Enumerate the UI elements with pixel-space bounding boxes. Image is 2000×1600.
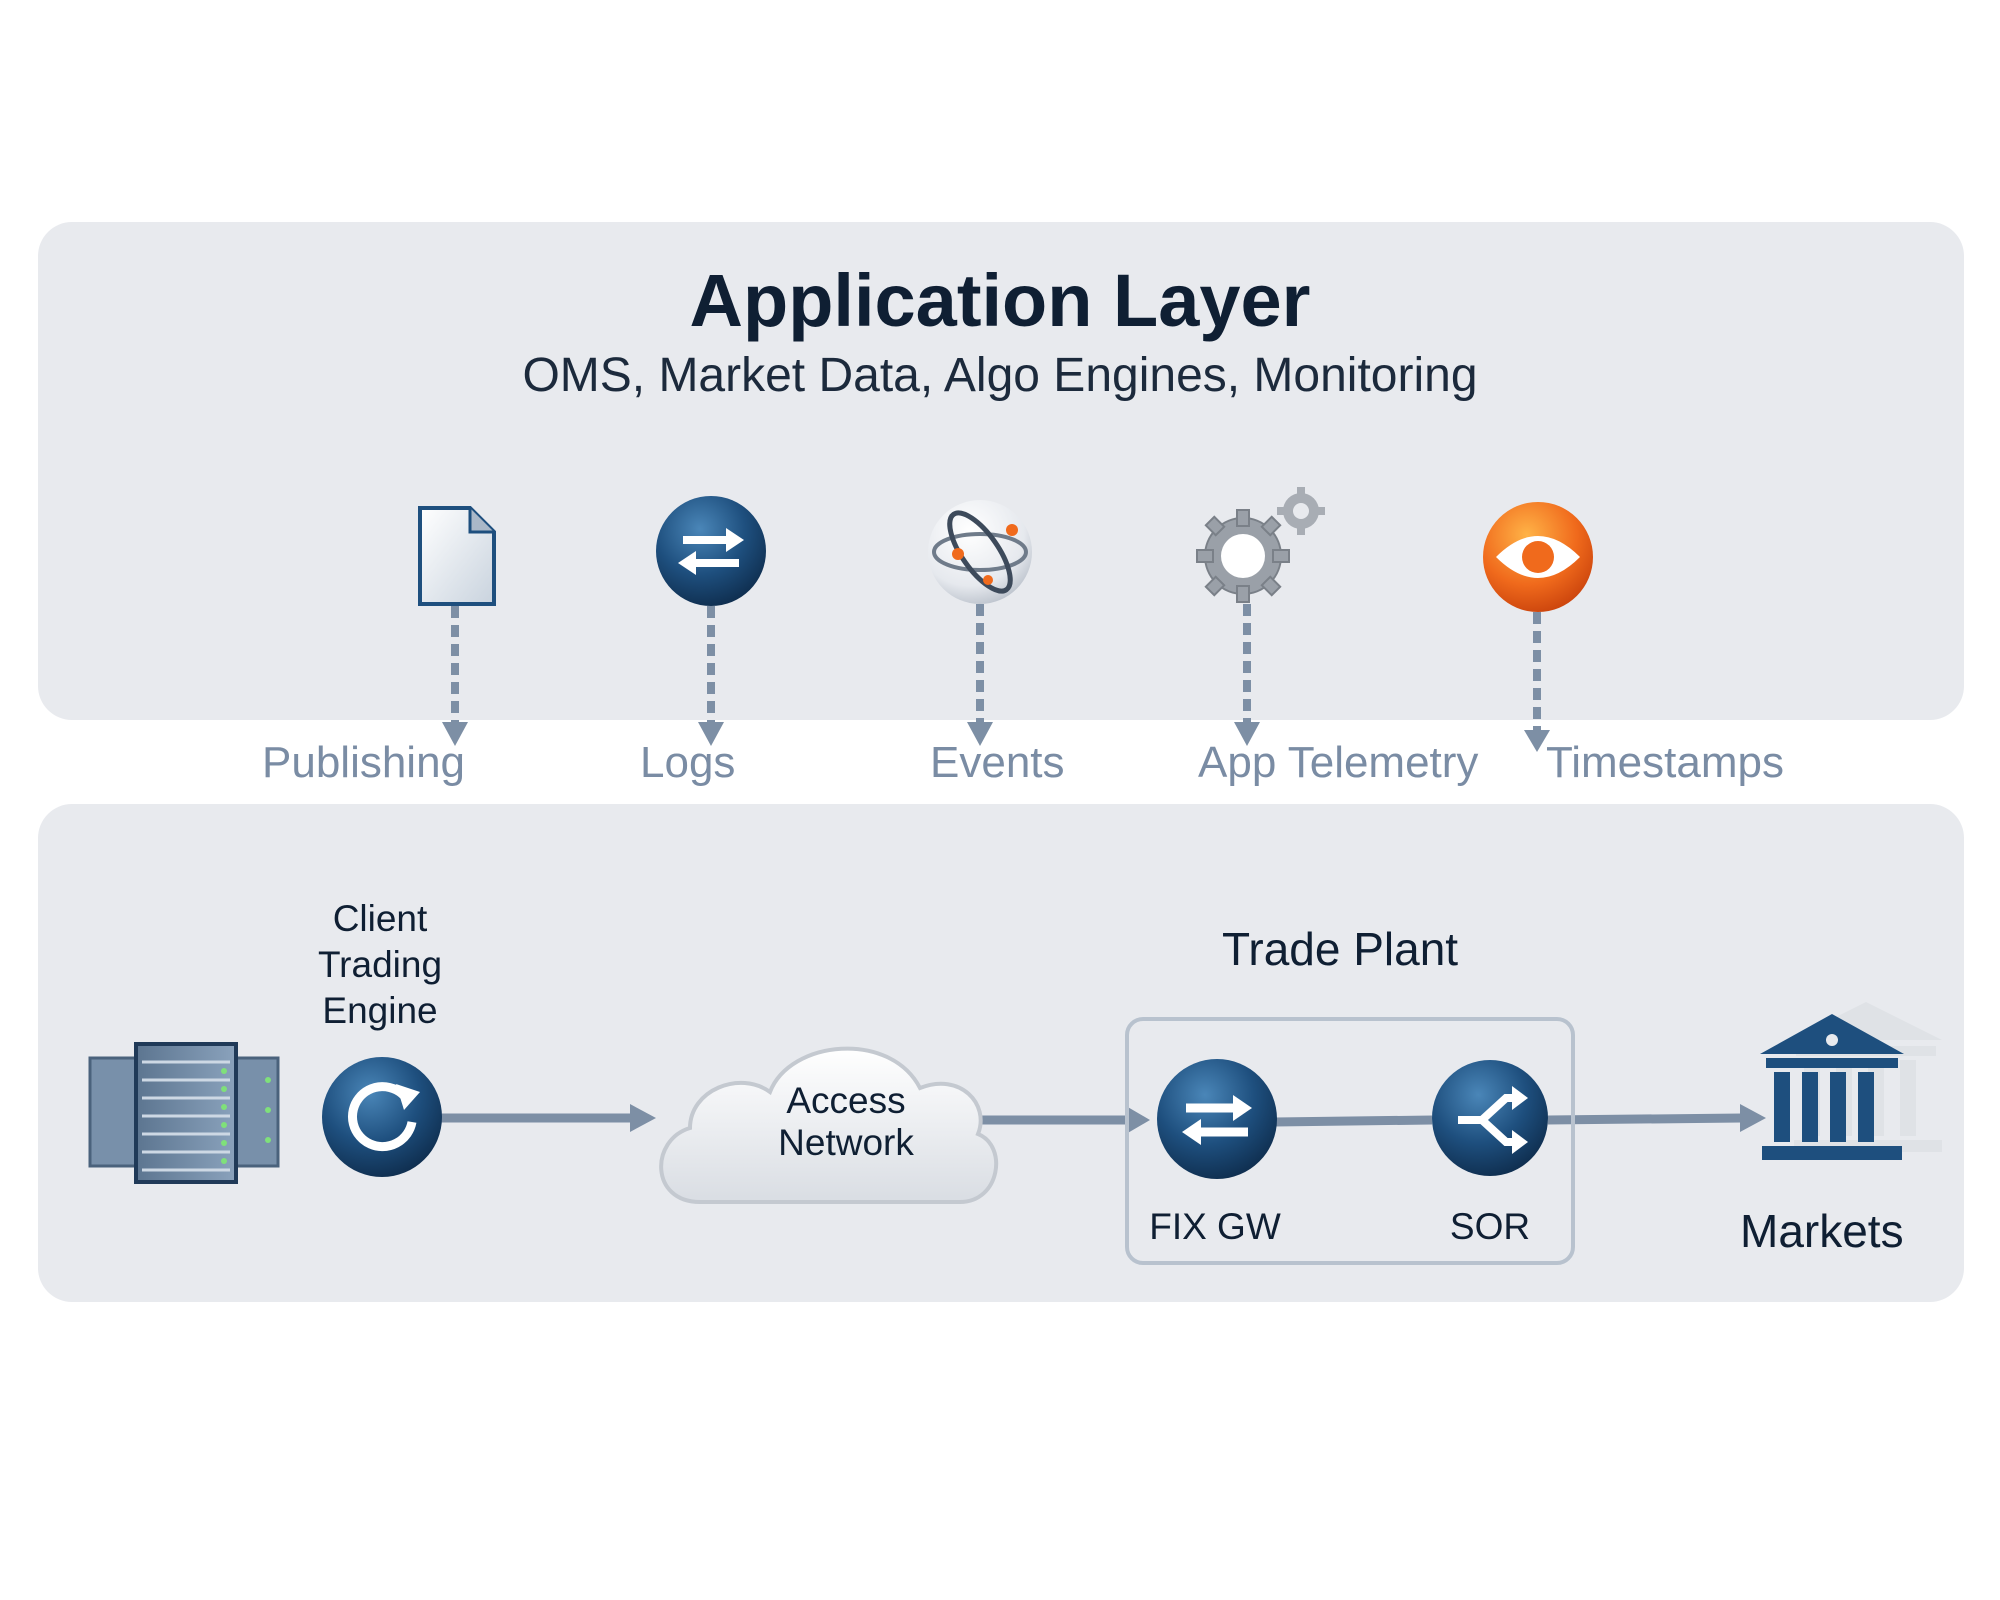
- eye-icon: [1483, 502, 1593, 612]
- trade-plant-title: Trade Plant: [1222, 923, 1459, 975]
- markets-label: Markets: [1740, 1205, 1904, 1257]
- bank-building-icon: [1760, 1002, 1942, 1160]
- trade-plant-box: [1125, 1017, 1575, 1265]
- cloud-icon: [659, 1046, 999, 1204]
- logs-label: Logs: [640, 738, 736, 787]
- application-layer-panel: [38, 222, 1964, 720]
- telemetry-arrowheads: [442, 722, 1550, 752]
- telemetry-connectors: [451, 604, 1541, 730]
- gears-icon: [1196, 487, 1325, 603]
- infra-arrowheads: [630, 1104, 1766, 1134]
- events-label: Events: [930, 738, 1065, 787]
- fix-gw-label: FIX GW: [1149, 1206, 1281, 1247]
- fix-gw-icon: [1157, 1059, 1277, 1179]
- application-layer-title: Application Layer: [689, 259, 1311, 342]
- atom-icon: [928, 500, 1032, 604]
- server-rack-icon: [88, 1042, 280, 1184]
- access-network-label: Access Network: [778, 1080, 914, 1163]
- refresh-icon: [322, 1057, 442, 1177]
- client-trading-engine-label: Client Trading Engine: [317, 898, 443, 1031]
- application-layer-subtitle: OMS, Market Data, Algo Engines, Monitori…: [522, 349, 1478, 402]
- infrastructure-panel: [38, 804, 1964, 1302]
- infra-flow-lines: [440, 1113, 1743, 1127]
- document-icon: [418, 506, 496, 606]
- timestamps-label: Timestamps: [1546, 738, 1784, 787]
- publishing-label: Publishing: [262, 738, 466, 787]
- app-telemetry-label: App Telemetry: [1198, 738, 1479, 787]
- sor-label: SOR: [1449, 1206, 1531, 1247]
- router-split-icon: [1432, 1060, 1548, 1176]
- exchange-arrows-icon: [656, 496, 766, 606]
